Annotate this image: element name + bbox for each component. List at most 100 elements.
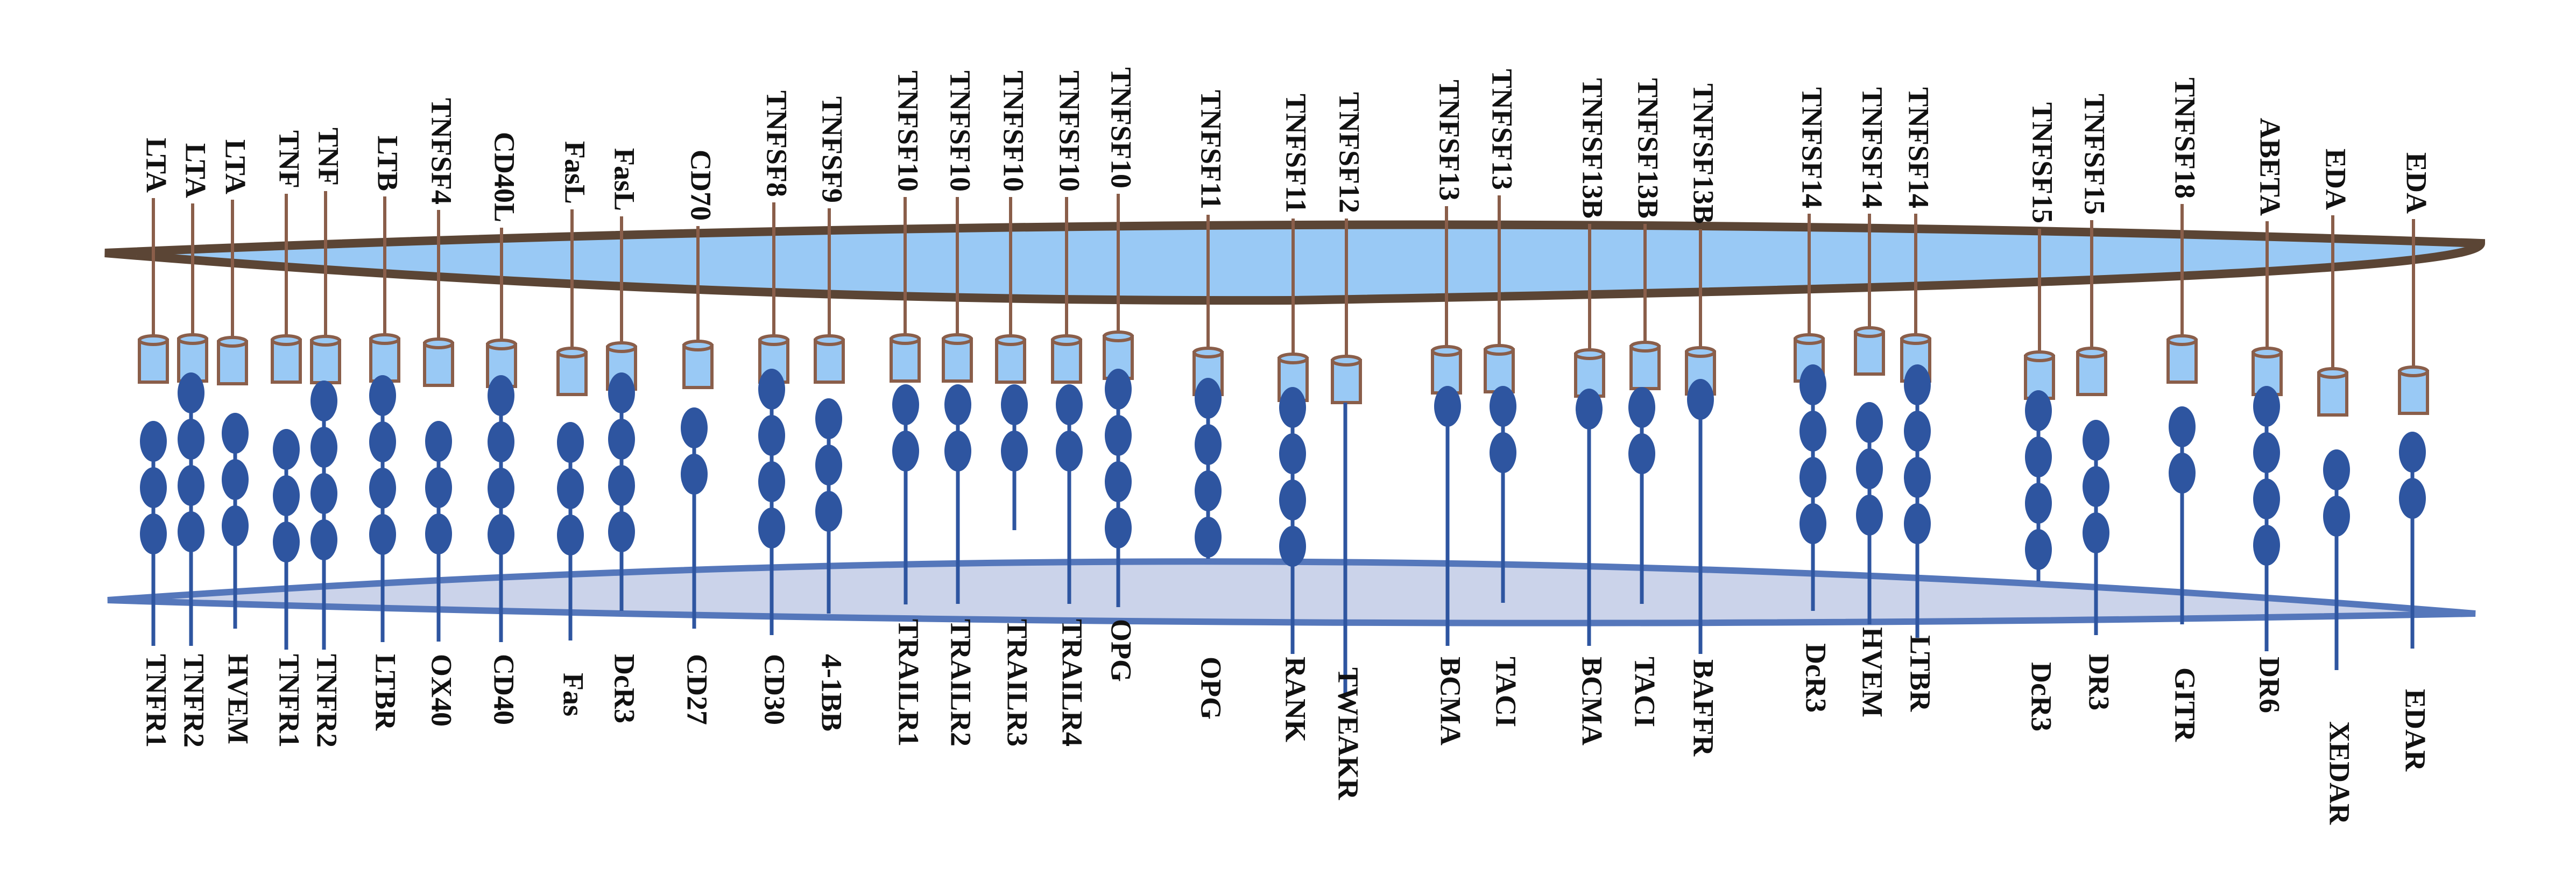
ligand-cylinder-top [1331, 355, 1362, 367]
receptor-domain [2025, 436, 2052, 477]
ligand-label: TNFSF12 [1333, 92, 1366, 213]
ligand-cylinder [271, 339, 302, 384]
receptor-domain [1799, 503, 1826, 544]
receptor-domain [1056, 384, 1083, 425]
receptor-domain [2025, 390, 2052, 431]
receptor-domain [1856, 495, 1883, 536]
receptor-label: TRAILR4 [1056, 619, 1089, 747]
ligand-cylinder-top [2317, 367, 2348, 379]
ligand-label: TNFSF10 [998, 71, 1030, 192]
receptor-domain [425, 513, 452, 554]
receptor-domain [608, 511, 635, 552]
ligand-label: TNFSF11 [1280, 94, 1312, 213]
receptor-domain [1279, 387, 1306, 428]
ligand-label: TNF [313, 128, 345, 186]
receptor-label: TWEAKR [1332, 667, 1365, 800]
ligand-label: TNFSF14 [1903, 87, 1935, 208]
ligand-label: LTA [220, 139, 252, 194]
receptor-domain [2253, 478, 2280, 519]
receptor-domain [1687, 379, 1714, 420]
ligand-cylinder-top [2166, 334, 2198, 346]
ligand-label: TNFSF8 [761, 90, 793, 197]
ligand-cylinder-top [606, 341, 637, 353]
receptor-domain [557, 515, 584, 555]
ligand-cylinder [1331, 359, 1362, 404]
ligand-cylinder [942, 337, 973, 383]
receptor-domain [758, 508, 785, 548]
receptor-domain [273, 475, 300, 516]
ligand-label: FasL [609, 148, 641, 211]
ligand-label: TNFSF15 [2027, 102, 2059, 223]
receptor-domain [892, 431, 919, 471]
ligand-label: TNFSF11 [1195, 90, 1227, 209]
receptor-domain [2253, 386, 2280, 427]
receptor-domain [2169, 406, 2196, 447]
receptor-domain [2025, 483, 2052, 524]
receptor-label: HVEM [1857, 627, 1889, 717]
receptor-domain [2253, 525, 2280, 566]
ligand-cylinder-top [682, 340, 714, 351]
receptor-domain [557, 422, 584, 463]
receptor-domain [1856, 402, 1883, 443]
ligand-cylinder [890, 337, 921, 383]
receptor-label: GITR [2169, 667, 2201, 742]
ligand-cylinder-top [1103, 330, 1134, 342]
receptor-domain [1434, 386, 1461, 427]
ligand-cylinder-top [1854, 326, 1885, 338]
ligand-label: TNFSF15 [2079, 94, 2111, 215]
receptor-domain [1056, 431, 1083, 471]
ligand-cylinder [369, 337, 400, 383]
receptor-domain [1628, 387, 1655, 428]
ligand-cylinder [1051, 339, 1082, 384]
ligand-label: TNFSF13B [1688, 83, 1720, 224]
ligand-cylinder [2076, 351, 2107, 396]
receptor-domain [1195, 424, 1222, 465]
receptor-domain [1195, 517, 1222, 558]
receptor-domain [944, 431, 971, 471]
receptor-label: OPG [1195, 657, 1227, 720]
receptor-domain [273, 429, 300, 470]
ligand-cylinder [556, 351, 588, 396]
ligand-label: CD40L [489, 132, 521, 222]
receptor-domain [1195, 378, 1222, 419]
receptor-label: BCMA [1576, 657, 1608, 745]
ligand-cylinder [1854, 330, 1885, 376]
ligand-cylinder [1629, 345, 1661, 390]
ligand-cylinder-top [2024, 350, 2055, 362]
receptor-domain [178, 419, 204, 460]
receptor-domain [425, 467, 452, 508]
ligand-label: TNFSF10 [944, 71, 977, 192]
ligand-cylinder-top [556, 347, 588, 358]
receptor-label: BAFFR [1688, 659, 1720, 757]
receptor-label: TNFR1 [140, 654, 173, 748]
receptor-domain [1279, 433, 1306, 474]
ligand-cylinder-top [423, 337, 454, 349]
receptor-domain [310, 427, 337, 468]
receptor-domain [178, 465, 204, 506]
ligand-cylinder-top [1900, 333, 1931, 345]
receptor-label: OX40 [426, 654, 458, 727]
ligand-label: CD70 [685, 150, 717, 221]
ligand-label: LTA [140, 138, 173, 193]
ligand-label: FasL [559, 141, 591, 204]
ligand-cylinder [1484, 348, 1515, 393]
receptor-label: RANK [1280, 657, 1312, 742]
receptor-domain [369, 514, 396, 555]
ligand-label: EDA [2401, 152, 2433, 214]
receptor-domain [2083, 420, 2109, 461]
receptor-domain [369, 375, 396, 416]
ligand-cylinder-top [138, 334, 169, 346]
receptor-domain [140, 467, 167, 508]
